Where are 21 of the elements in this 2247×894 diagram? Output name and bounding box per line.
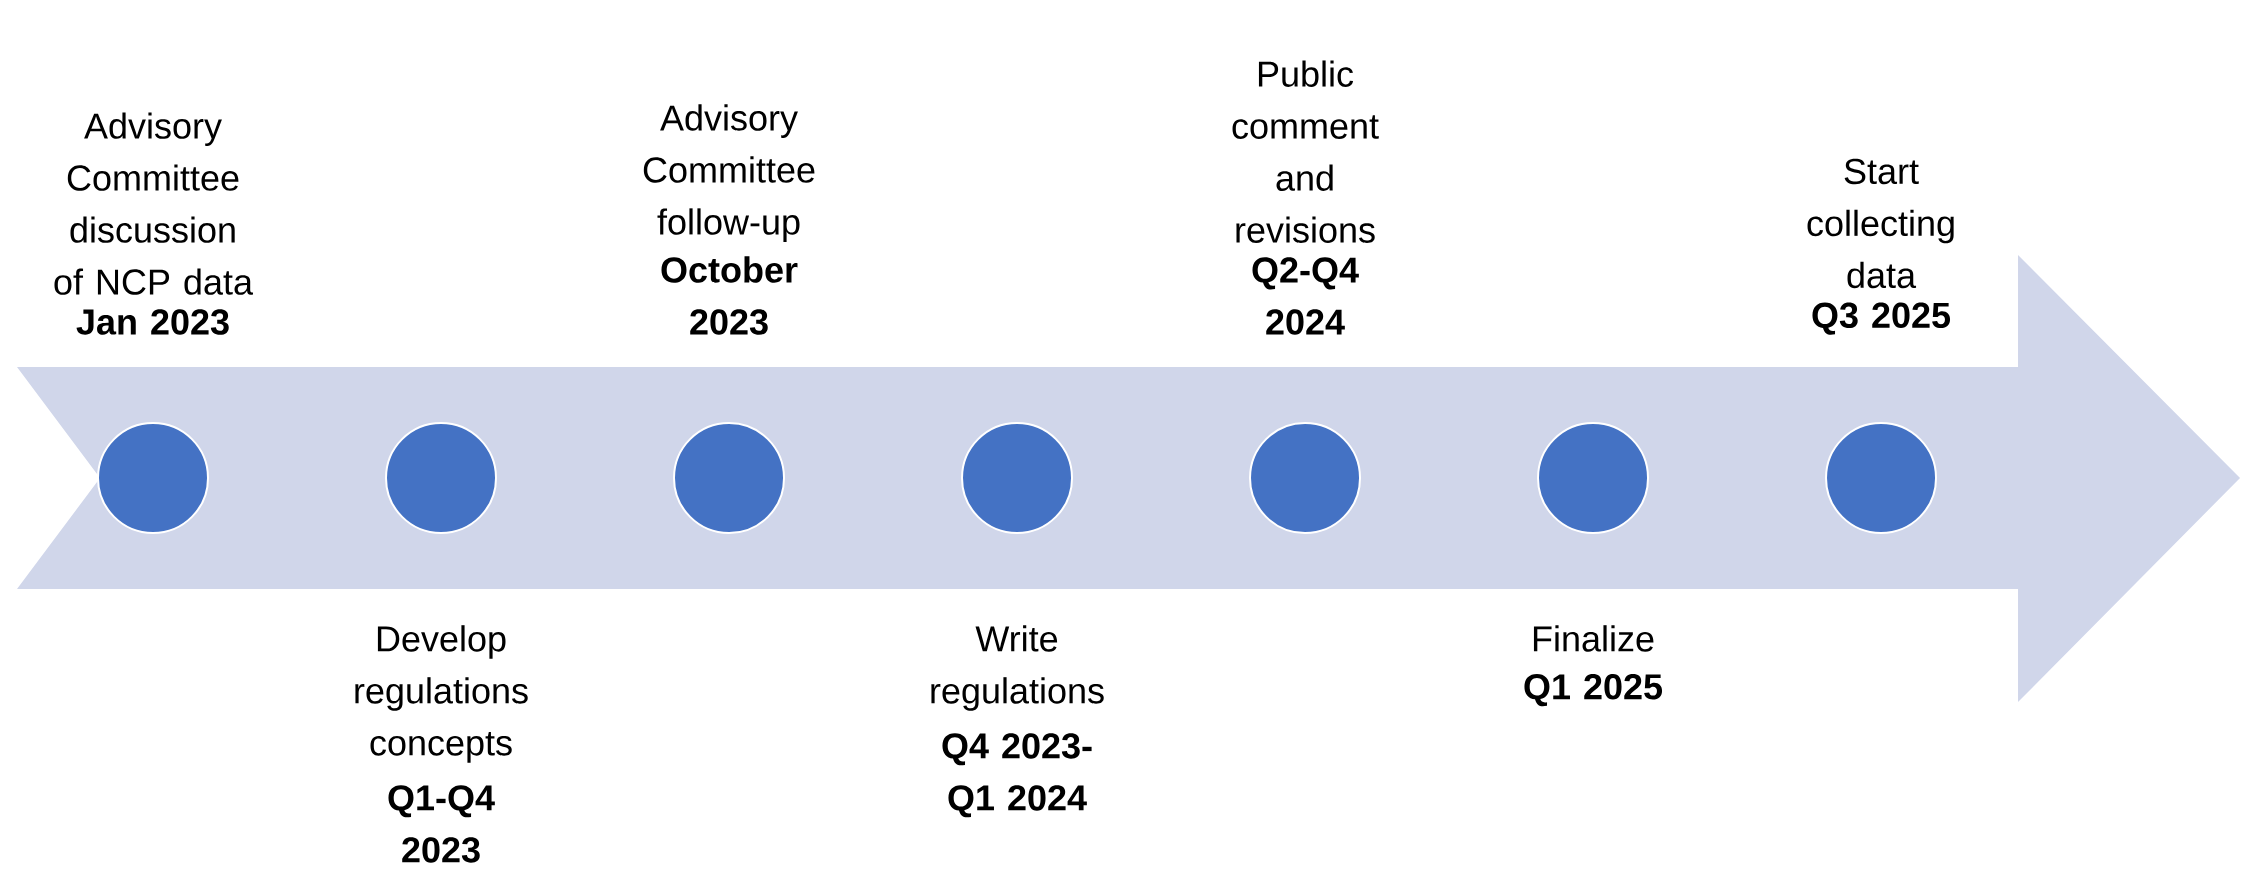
milestone-circle: [385, 422, 497, 534]
date-label: Q2-Q4 2024: [1252, 257, 1359, 335]
milestone-label: Public comment and revisions: [1232, 60, 1379, 243]
milestone-circle: [673, 422, 785, 534]
milestone-label: Develop regulations concepts: [355, 625, 528, 763]
milestone-circle: [961, 422, 1073, 534]
date-label: Q1 2025: [1524, 674, 1663, 707]
milestone-label: Write regulations: [931, 625, 1104, 711]
date-label: Q4 2023-Q1 2024: [942, 733, 1092, 818]
milestone-circle: [1537, 422, 1649, 534]
date-label: Q1-Q4 2023: [388, 785, 495, 863]
date-label: Jan 2023: [76, 309, 229, 335]
milestone-label: Finalize: [1533, 625, 1654, 652]
milestone-circle: [1825, 422, 1938, 534]
date-label: October 2023: [661, 256, 798, 335]
date-label: Q3 2025: [1812, 302, 1951, 335]
milestone-label: Start collecting data: [1807, 158, 1954, 289]
milestone-circle: [97, 422, 209, 534]
milestone-circle: [1249, 422, 1361, 534]
milestone-label: Advisory Committee discussion of NCP data: [54, 112, 253, 295]
milestone-label: Advisory Committee follow-up: [643, 104, 815, 242]
